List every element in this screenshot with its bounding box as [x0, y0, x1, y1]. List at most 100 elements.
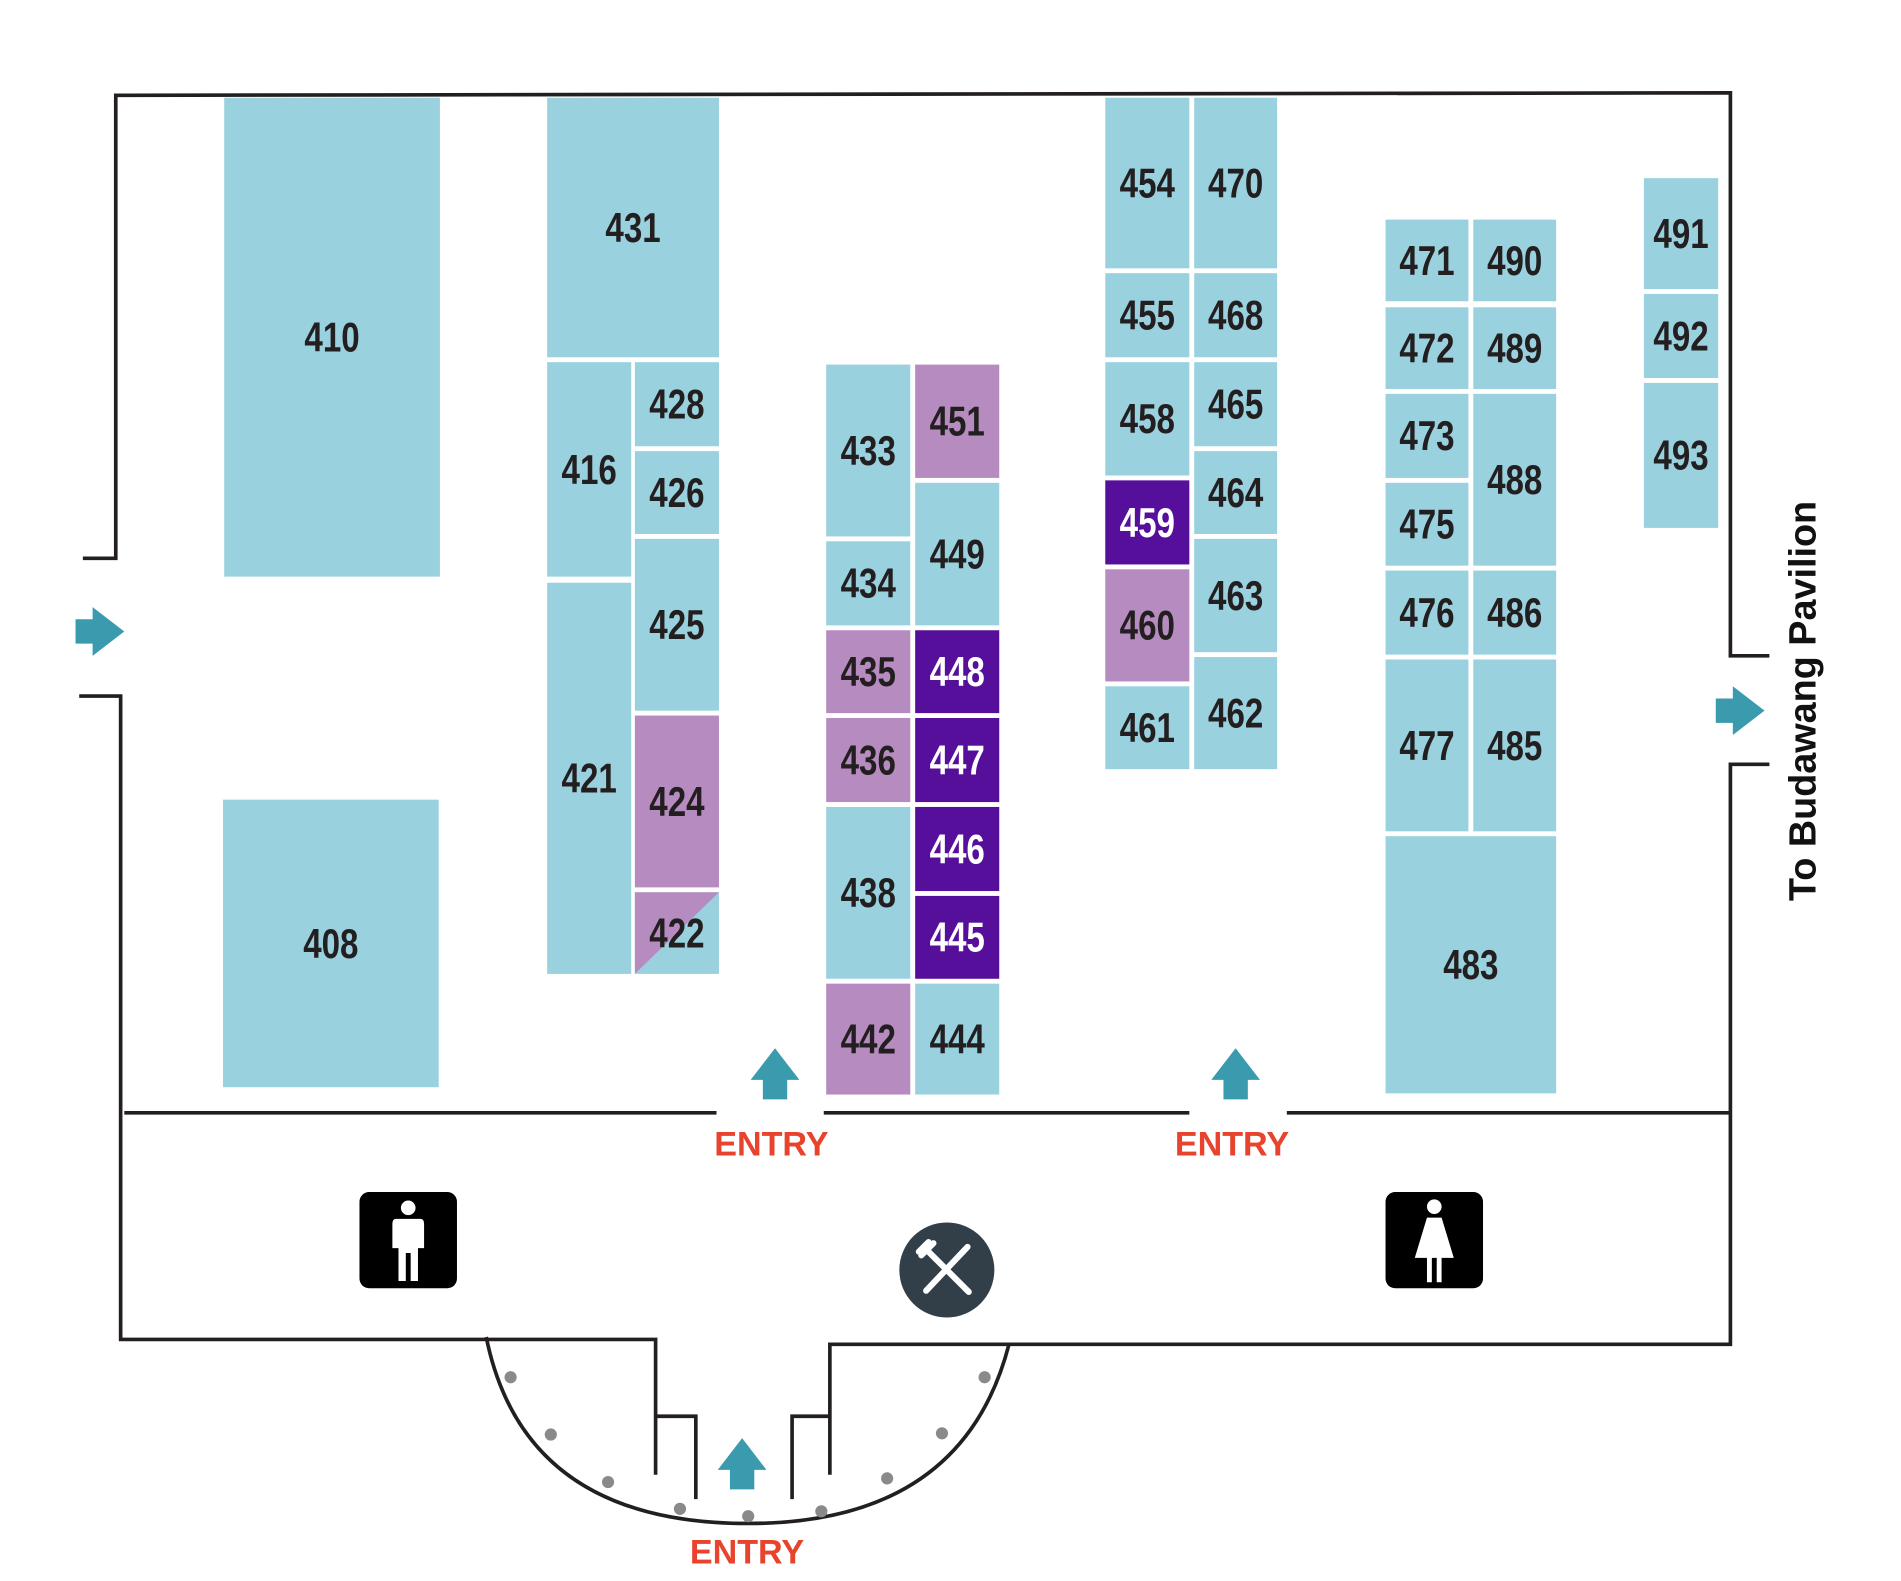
- booth-shape: [634, 715, 719, 888]
- booth-476[interactable]: [1385, 570, 1469, 655]
- booth-number: 425: [649, 602, 704, 648]
- booth-shape: [1473, 219, 1557, 302]
- booth-shape: [1105, 569, 1190, 682]
- booth-434[interactable]: [826, 541, 911, 626]
- booth-shape: [547, 582, 632, 974]
- booth-468[interactable]: [1194, 273, 1278, 358]
- booth-shape: [1105, 97, 1190, 269]
- booth-number: 485: [1487, 722, 1542, 768]
- booth-458[interactable]: [1105, 362, 1190, 476]
- booth-462[interactable]: [1194, 657, 1278, 770]
- booth-number: 422: [649, 910, 704, 956]
- booth-number: 463: [1208, 572, 1263, 618]
- booth-449[interactable]: [915, 482, 1000, 626]
- booth-number: 421: [562, 755, 617, 801]
- arrow-icon: [1211, 1048, 1261, 1100]
- booth-483[interactable]: [1385, 836, 1557, 1094]
- booth-shape: [1385, 659, 1469, 832]
- booth-shape: [915, 895, 1000, 979]
- booth-471[interactable]: [1385, 219, 1469, 302]
- booth-number: 471: [1399, 237, 1454, 283]
- fork-knife-icon[interactable]: [899, 1222, 995, 1318]
- booth-shape: [547, 362, 632, 577]
- booth-number: 483: [1443, 942, 1498, 988]
- booth-number: 473: [1399, 413, 1454, 459]
- booth-number: 448: [930, 648, 985, 694]
- booth-431[interactable]: [547, 97, 719, 358]
- booth-number: 493: [1653, 432, 1708, 478]
- booth-number: 488: [1487, 457, 1542, 503]
- door-dot: [673, 1502, 687, 1515]
- booth-number: 477: [1399, 722, 1454, 768]
- booth-number: 465: [1208, 381, 1263, 427]
- booth-428[interactable]: [634, 362, 719, 447]
- booth-464[interactable]: [1194, 451, 1278, 534]
- booth-490[interactable]: [1473, 219, 1557, 302]
- booth-425[interactable]: [634, 538, 719, 711]
- booth-shape: [1105, 273, 1190, 358]
- booth-number: 461: [1120, 705, 1175, 751]
- booth-489[interactable]: [1473, 307, 1557, 389]
- booth-463[interactable]: [1194, 538, 1278, 653]
- booth-475[interactable]: [1385, 482, 1469, 566]
- booth-421[interactable]: [547, 582, 632, 974]
- booth-455[interactable]: [1105, 273, 1190, 358]
- arrow-icon: [1715, 686, 1765, 736]
- booth-number: 454: [1120, 160, 1175, 206]
- booth-454[interactable]: [1105, 97, 1190, 269]
- arrows: [75, 607, 1765, 1490]
- booth-444[interactable]: [915, 983, 1000, 1095]
- booth-shape: [634, 362, 719, 447]
- booth-435[interactable]: [826, 630, 911, 714]
- booth-492[interactable]: [1643, 293, 1719, 379]
- booth-488[interactable]: [1473, 393, 1557, 566]
- booth-shape: [1194, 97, 1278, 269]
- booth-460[interactable]: [1105, 569, 1190, 682]
- booth-436[interactable]: [826, 717, 911, 803]
- booth-424[interactable]: [634, 715, 719, 888]
- booth-416[interactable]: [547, 362, 632, 577]
- booth-459[interactable]: [1105, 480, 1190, 565]
- booth-465[interactable]: [1194, 362, 1278, 447]
- booth-number: 492: [1653, 313, 1708, 359]
- booth-number: 408: [303, 920, 358, 966]
- booth-445[interactable]: [915, 895, 1000, 979]
- booth-shape: [1194, 538, 1278, 653]
- booth-491[interactable]: [1643, 178, 1719, 290]
- booth-number: 475: [1399, 501, 1454, 547]
- booth-493[interactable]: [1643, 382, 1719, 528]
- booth-486[interactable]: [1473, 570, 1557, 655]
- booth-438[interactable]: [826, 806, 911, 979]
- arrow-icon: [717, 1438, 767, 1490]
- booth-470[interactable]: [1194, 97, 1278, 269]
- booth-442[interactable]: [826, 983, 911, 1095]
- booth-446[interactable]: [915, 806, 1000, 892]
- booth-477[interactable]: [1385, 659, 1469, 832]
- booth-408[interactable]: [223, 799, 439, 1088]
- booth-472[interactable]: [1385, 307, 1469, 389]
- booth-shape: [915, 364, 1000, 478]
- booth-461[interactable]: [1105, 686, 1190, 770]
- booth-433[interactable]: [826, 364, 911, 537]
- booth-number: 490: [1487, 237, 1542, 283]
- booth-448[interactable]: [915, 630, 1000, 714]
- female-restroom-icon[interactable]: [1385, 1192, 1484, 1289]
- booth-410[interactable]: [224, 97, 440, 577]
- booth-number: 433: [841, 427, 896, 473]
- booth-426[interactable]: [634, 451, 719, 534]
- booth-447[interactable]: [915, 717, 1000, 803]
- booth-451[interactable]: [915, 364, 1000, 478]
- booth-number: 434: [841, 560, 896, 606]
- booth-shape: [826, 364, 911, 537]
- walls: [79, 91, 1770, 1526]
- male-restroom-icon[interactable]: [359, 1192, 457, 1289]
- booth-shape: [1643, 382, 1719, 528]
- booth-shape: [1105, 362, 1190, 476]
- booth-485[interactable]: [1473, 659, 1557, 832]
- booth-number: 446: [930, 826, 985, 872]
- booth-number: 436: [841, 737, 896, 783]
- booth-473[interactable]: [1385, 393, 1469, 478]
- booth-422[interactable]: [634, 892, 719, 974]
- arrow-icon: [750, 1048, 800, 1100]
